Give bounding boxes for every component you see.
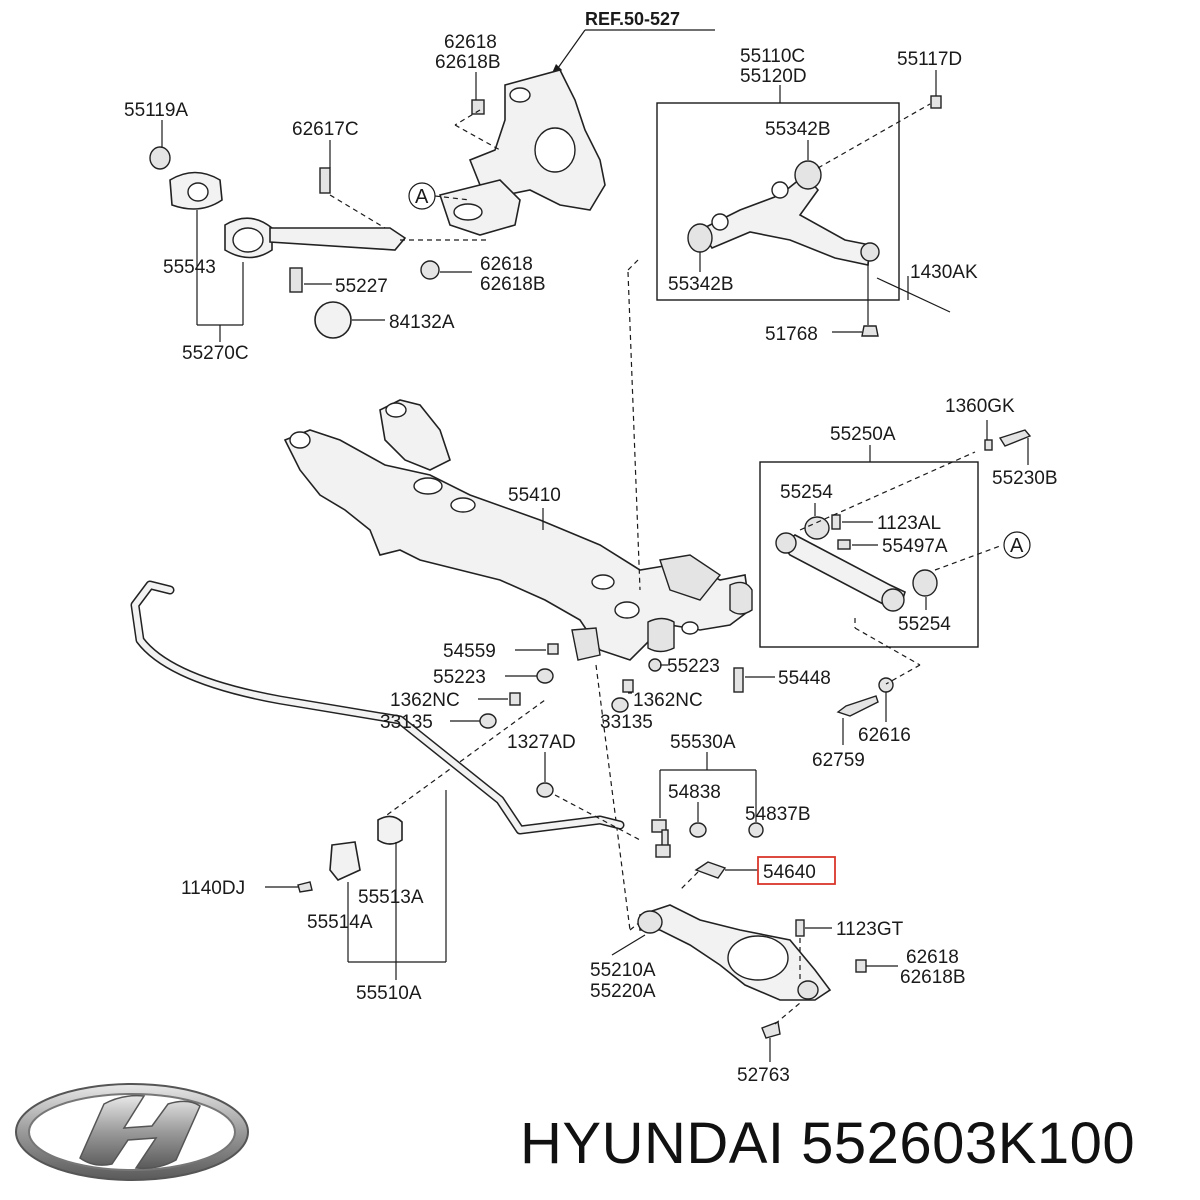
label-mid-nut-1: 62618 — [480, 254, 533, 275]
callout-circle-a-top: A — [408, 182, 471, 210]
knuckle-part — [438, 69, 606, 236]
label-54838: 54838 — [668, 782, 721, 803]
label-54837b: 54837B — [745, 804, 811, 825]
label-lower-arm-2: 55220A — [590, 981, 656, 1002]
label-55250a: 55250A — [830, 424, 896, 445]
label-55448: 55448 — [778, 668, 831, 689]
label-62759: 62759 — [812, 750, 865, 771]
callout-letter: A — [1010, 535, 1024, 557]
lower-arm — [637, 861, 867, 1039]
upper-arm-box — [656, 102, 900, 301]
label-1362nc-right: 1362NC — [633, 690, 703, 711]
label-lower-nut-2: 62618B — [900, 967, 966, 988]
label-1360gk: 1360GK — [945, 396, 1015, 417]
label-knuckle-nut-1: 62618 — [444, 32, 497, 53]
label-1327ad: 1327AD — [507, 732, 576, 753]
label-55270c: 55270C — [182, 343, 249, 364]
label-55254-bottom: 55254 — [898, 614, 951, 635]
label-55510a: 55510A — [356, 983, 422, 1004]
trailing-arm — [775, 429, 1032, 666]
label-55543: 55543 — [163, 257, 216, 278]
label-62617c: 62617C — [292, 119, 359, 140]
callout-circle-a-right: A — [1003, 531, 1031, 559]
part-labels: 62618 62618B 55119A 62617C 55543 55227 6… — [124, 32, 1058, 1086]
brand-name: HYUNDAI — [520, 1111, 785, 1176]
label-55230b: 55230B — [992, 468, 1058, 489]
leader-lines — [161, 70, 1029, 1062]
label-1140dj: 1140DJ — [181, 878, 245, 899]
crossmember-fasteners — [479, 643, 921, 729]
stabilizer-link — [651, 819, 764, 858]
label-55117d: 55117D — [897, 49, 962, 70]
reference-callout: REF.50-527 — [548, 9, 715, 82]
label-lower-nut-1: 62618 — [906, 947, 959, 968]
dash-line-stabilizer — [379, 699, 546, 821]
label-55223-right: 55223 — [667, 656, 720, 677]
label-1362nc-left: 1362NC — [390, 690, 460, 711]
part-number: 552603K100 — [801, 1111, 1136, 1176]
label-lower-arm-1: 55210A — [590, 960, 656, 981]
upper-arm-right — [687, 95, 951, 337]
label-62616: 62616 — [858, 725, 911, 746]
label-55410: 55410 — [508, 485, 561, 506]
label-55497a: 55497A — [882, 536, 948, 557]
label-55514a: 55514A — [307, 912, 373, 933]
hyundai-logo-icon — [15, 1083, 249, 1181]
label-55342b-bottom: 55342B — [668, 274, 734, 295]
label-55513a: 55513A — [358, 887, 424, 908]
label-33135-left: 33135 — [380, 712, 433, 733]
footer-title: HYUNDAI 552603K100 — [520, 1110, 1135, 1177]
label-84132a: 84132A — [389, 312, 455, 333]
label-upper-arm-2: 55120D — [740, 66, 807, 87]
label-55342b-top: 55342B — [765, 119, 831, 140]
stabilizer-bar — [130, 580, 641, 893]
label-55530a: 55530A — [670, 732, 736, 753]
dash-line-upper — [627, 259, 639, 271]
label-55254-top: 55254 — [780, 482, 833, 503]
label-1430ak: 1430AK — [910, 262, 978, 283]
label-mid-nut-2: 62618B — [480, 274, 546, 295]
reference-label: REF.50-527 — [585, 9, 680, 29]
label-55223-left: 55223 — [433, 667, 486, 688]
label-52763: 52763 — [737, 1065, 790, 1086]
label-54559: 54559 — [443, 641, 496, 662]
label-55119a: 55119A — [124, 100, 188, 121]
dash-line-vertical — [627, 271, 641, 591]
label-51768: 51768 — [765, 324, 818, 345]
upper-arm-left — [149, 109, 501, 339]
label-1123al: 1123AL — [877, 513, 941, 534]
label-55227: 55227 — [335, 276, 388, 297]
label-33135-right: 33135 — [600, 712, 653, 733]
label-upper-arm-1: 55110C — [740, 46, 805, 67]
label-knuckle-nut-2: 62618B — [435, 52, 501, 73]
label-54640: 54640 — [763, 862, 816, 883]
highlight-box — [757, 856, 836, 885]
callout-letter: A — [415, 186, 429, 208]
crossmember-part — [283, 399, 753, 661]
label-1123gt: 1123GT — [836, 919, 904, 940]
